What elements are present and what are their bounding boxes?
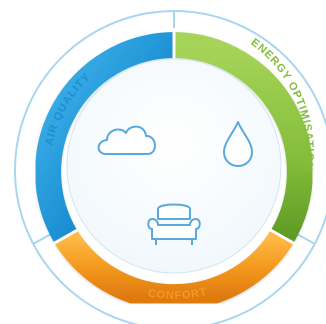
armchair-icon [147, 203, 201, 245]
label-confort: CONFORT [147, 286, 208, 302]
arc-gap-right [266, 226, 298, 247]
air-quality-arc [35, 32, 175, 244]
inner-face [66, 58, 282, 274]
energy-optimisation-arc [173, 32, 313, 244]
cloud-icon [97, 125, 156, 155]
confort-arc [54, 229, 294, 311]
water-drop-icon [223, 121, 253, 167]
arc-gap-left [50, 226, 82, 247]
